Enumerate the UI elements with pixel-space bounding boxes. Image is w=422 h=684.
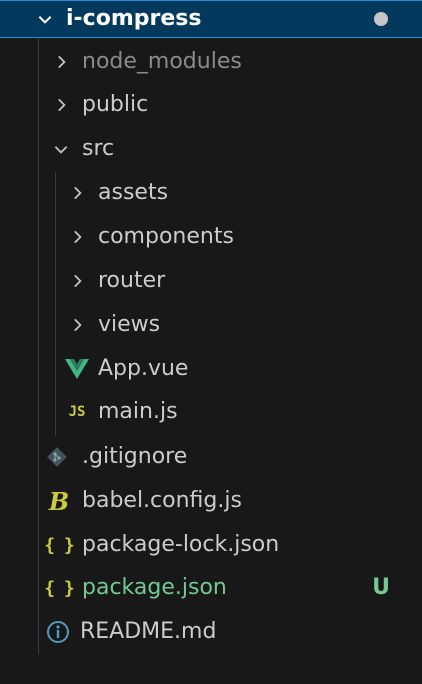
- folder-src[interactable]: src: [0, 129, 422, 169]
- file-gitignore[interactable]: .gitignore: [0, 437, 422, 477]
- chevron-right-icon: [66, 314, 88, 336]
- file-readme-md[interactable]: README.md: [0, 612, 422, 652]
- file-label: package-lock.json: [82, 532, 280, 557]
- file-label: App.vue: [98, 356, 189, 381]
- folder-router[interactable]: router: [0, 261, 422, 301]
- folder-public[interactable]: public: [0, 85, 422, 125]
- chevron-right-icon: [66, 182, 88, 204]
- folder-root-i-compress[interactable]: i-compress: [0, 0, 422, 38]
- json-icon: { }: [44, 534, 75, 556]
- file-label: .gitignore: [82, 444, 188, 469]
- vue-icon: [64, 358, 90, 380]
- file-label: README.md: [80, 619, 217, 644]
- chevron-down-icon: [34, 8, 56, 30]
- folder-label: i-compress: [66, 6, 202, 31]
- folder-node-modules[interactable]: node_modules: [0, 42, 422, 82]
- folder-label: views: [98, 312, 161, 337]
- babel-icon: B: [48, 486, 70, 516]
- file-babel-config-js[interactable]: B babel.config.js: [0, 481, 422, 521]
- json-icon: { }: [44, 577, 75, 599]
- chevron-right-icon: [66, 226, 88, 248]
- folder-label: assets: [98, 180, 169, 205]
- file-label: main.js: [98, 399, 178, 424]
- chevron-right-icon: [50, 94, 72, 116]
- modified-dot-icon: [374, 12, 388, 26]
- git-status-badge: U: [372, 575, 390, 600]
- indent-guide: [38, 38, 39, 654]
- git-icon: [46, 446, 68, 468]
- folder-label: node_modules: [82, 49, 242, 74]
- file-package-lock-json[interactable]: { } package-lock.json: [0, 525, 422, 565]
- file-label: package.json: [82, 575, 227, 600]
- chevron-right-icon: [66, 270, 88, 292]
- file-package-json[interactable]: { } package.json U: [0, 568, 422, 608]
- folder-assets[interactable]: assets: [0, 173, 422, 213]
- javascript-icon: JS: [68, 404, 86, 420]
- info-icon: [46, 620, 70, 644]
- folder-label: components: [98, 224, 234, 249]
- chevron-right-icon: [50, 51, 72, 73]
- file-main-js[interactable]: JS main.js: [0, 392, 422, 432]
- folder-label: src: [82, 136, 115, 161]
- folder-label: router: [98, 268, 166, 293]
- indent-guide-src: [55, 172, 56, 436]
- folder-views[interactable]: views: [0, 305, 422, 345]
- folder-label: public: [82, 92, 149, 117]
- file-label: babel.config.js: [82, 488, 242, 513]
- folder-components[interactable]: components: [0, 217, 422, 257]
- file-app-vue[interactable]: App.vue: [0, 349, 422, 389]
- chevron-down-icon: [50, 138, 72, 160]
